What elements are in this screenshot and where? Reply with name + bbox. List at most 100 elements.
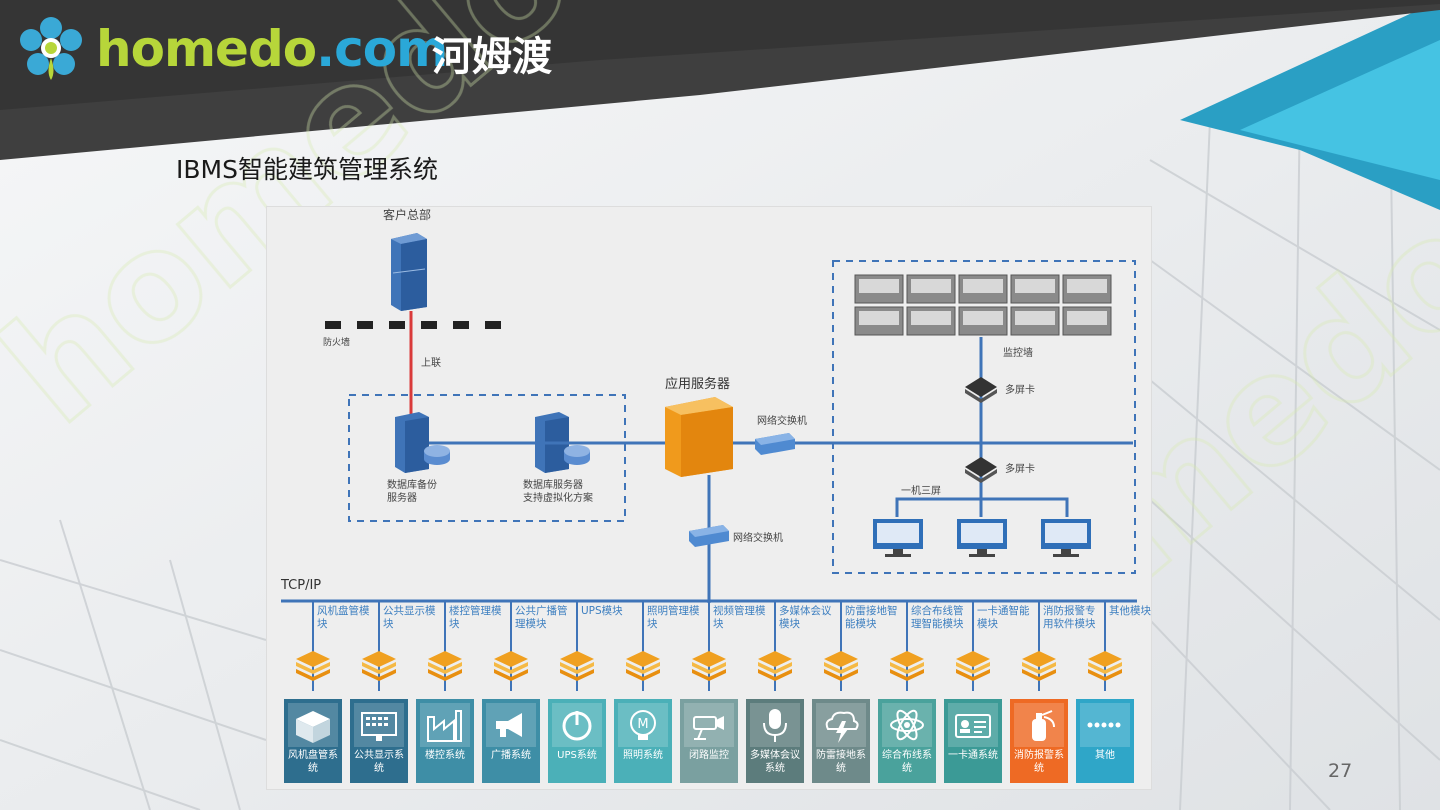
network-diagram: 客户总部 防火墙 上联 数据库备份 服务器 数据库服务器 支持虚拟化方案 应用服…: [266, 206, 1152, 790]
network-switch-right-icon: [755, 433, 795, 455]
system-tile: 一卡通系统: [944, 699, 1002, 783]
system-tile-label: 风机盘管系统: [288, 750, 338, 774]
module-chip-icon: [692, 651, 726, 681]
power-icon: [552, 703, 602, 747]
hq-server-icon: [391, 233, 427, 311]
system-tile: 多媒体会议系统: [746, 699, 804, 783]
module-label: 防雷接地智能模块: [845, 605, 898, 630]
bulb-icon: M: [618, 703, 668, 747]
system-tile-label: 其他: [1095, 750, 1115, 761]
app-server-icon: [665, 397, 733, 477]
brand-wordmark: homedo.com: [96, 20, 448, 78]
display-icon: [354, 703, 404, 747]
system-tile: 楼控系统: [416, 699, 474, 783]
app-server-label: 应用服务器: [665, 377, 731, 392]
system-tile-label: 闭路监控: [689, 750, 729, 761]
module-chip-icon: [890, 651, 924, 681]
system-tile-label: 公共显示系统: [354, 750, 404, 774]
system-tile: 消防报警系统: [1010, 699, 1068, 783]
module-label: 综合布线管理智能模块: [911, 605, 964, 630]
multiscreen-card-icon-1: [965, 377, 997, 403]
system-tile: M 照明系统: [614, 699, 672, 783]
system-tile-label: 多媒体会议系统: [750, 750, 800, 774]
system-tile-label: 广播系统: [491, 750, 531, 761]
monitor-wall-box: [832, 260, 1136, 574]
db-server-label-2: 支持虚拟化方案: [523, 493, 593, 504]
system-tile-label: 消防报警系统: [1014, 750, 1064, 774]
megaphone-icon: [486, 703, 536, 747]
multiscreen-card-label-2: 多屏卡: [1005, 464, 1035, 475]
backup-server-label-1: 数据库备份: [387, 480, 437, 491]
system-tile-label: UPS系统: [557, 750, 597, 761]
system-tile: 广播系统: [482, 699, 540, 783]
system-tile: 公共显示系统: [350, 699, 408, 783]
camera-icon: [684, 703, 734, 747]
module-label: 公共广播管理模块: [515, 605, 568, 630]
network-switch-bottom-icon: [689, 525, 729, 547]
mic-icon: [750, 703, 800, 747]
module-chip-icon: [956, 651, 990, 681]
id-card-icon: [948, 703, 998, 747]
module-chip-icon: [428, 651, 462, 681]
one-machine-three-screens-label: 一机三屏: [901, 486, 941, 497]
cube-icon: [288, 703, 338, 747]
system-tile-label: 楼控系统: [425, 750, 465, 761]
svg-text:M: M: [637, 717, 648, 732]
module-chip-icon: [494, 651, 528, 681]
system-tile: 风机盘管系统: [284, 699, 342, 783]
brand-main: homedo: [96, 20, 317, 78]
system-tile: 综合布线系统: [878, 699, 936, 783]
system-tile-label: 防雷接地系统: [816, 750, 866, 774]
module-chip-icon: [626, 651, 660, 681]
switch-label-right: 网络交换机: [757, 416, 807, 427]
module-label: 视频管理模块: [713, 605, 766, 630]
system-tile-label: 照明系统: [623, 750, 663, 761]
homedo-flower-logo-icon: [20, 17, 82, 80]
monitor-icon-3: [1041, 519, 1091, 557]
database-cluster-box: [348, 394, 626, 522]
module-chip-icon: [560, 651, 594, 681]
diagram-lines: [281, 233, 1137, 691]
module-label: 其他模块: [1109, 605, 1151, 617]
page-number: 27: [1328, 760, 1353, 782]
atom-icon: [882, 703, 932, 747]
system-tile: 防雷接地系统: [812, 699, 870, 783]
module-chip-icon: [1088, 651, 1122, 681]
system-tile-label: 一卡通系统: [948, 750, 998, 761]
slide-title: IBMS智能建筑管理系统: [176, 155, 438, 184]
system-tile-label: 综合布线系统: [882, 750, 932, 774]
module-label: 公共显示模块: [383, 605, 436, 630]
monitor-wall-icon: [854, 274, 1112, 336]
extinguisher-icon: [1014, 703, 1064, 747]
system-tile: UPS系统: [548, 699, 606, 783]
module-label: 多媒体会议模块: [779, 605, 832, 630]
tcp-ip-label: TCP/IP: [281, 578, 322, 593]
module-label: 照明管理模块: [647, 605, 700, 630]
firewall-label: 防火墙: [323, 338, 351, 348]
factory-icon: [420, 703, 470, 747]
module-chip-icon: [296, 651, 330, 681]
multiscreen-card-label-1: 多屏卡: [1005, 385, 1035, 396]
db-server-label-1: 数据库服务器: [523, 480, 583, 491]
hq-label: 客户总部: [383, 208, 432, 222]
module-label: 风机盘管模块: [317, 605, 370, 630]
lightning-icon: [816, 703, 866, 747]
system-tile: 其他: [1076, 699, 1134, 783]
module-label: 楼控管理模块: [449, 605, 502, 630]
module-chip-icon: [362, 651, 396, 681]
backup-server-icon: [395, 412, 450, 473]
module-chip-icon: [824, 651, 858, 681]
monitor-icon-1: [873, 519, 923, 557]
dots-icon: [1080, 703, 1130, 747]
module-label: 消防报警专用软件模块: [1043, 605, 1096, 630]
system-tile: 闭路监控: [680, 699, 738, 783]
multiscreen-card-icon-2: [965, 457, 997, 483]
backup-server-label-2: 服务器: [387, 493, 417, 504]
module-label: UPS模块: [581, 605, 623, 617]
switch-label-bottom: 网络交换机: [733, 533, 783, 544]
brand-chinese-name: 河姆渡: [432, 34, 552, 80]
module-chip-icon: [758, 651, 792, 681]
monitor-icon-2: [957, 519, 1007, 557]
monitor-wall-label: 监控墙: [1003, 348, 1033, 359]
